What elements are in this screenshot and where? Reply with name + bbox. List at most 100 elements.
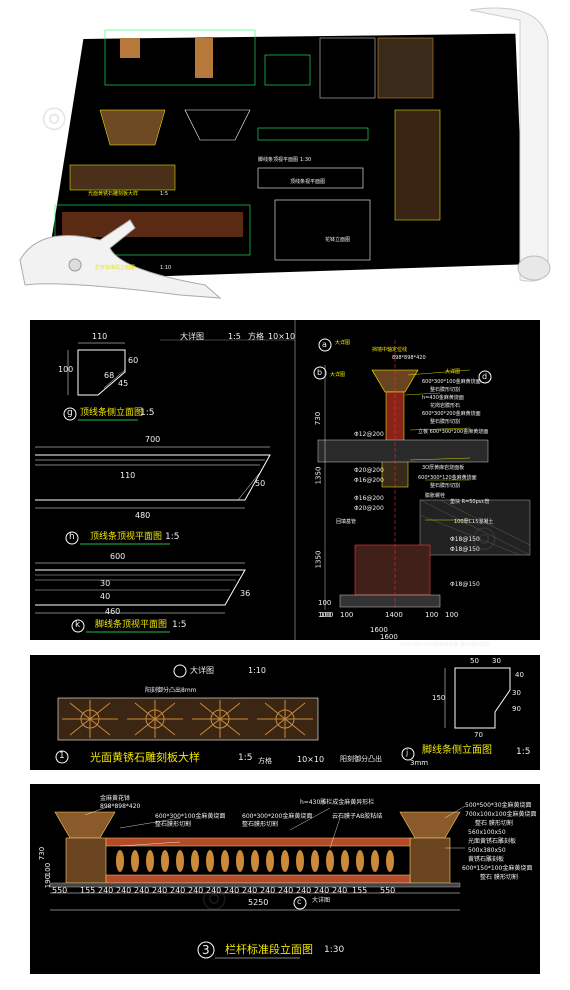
bottom-dim-0: 100 (320, 611, 334, 619)
dim-10: 240 (242, 886, 258, 895)
k-dim-3: 460 (105, 607, 121, 616)
right-letter-b: b (317, 368, 323, 377)
rebar-3: Φ16@200 (354, 495, 384, 502)
blueprint-sheet-preview (45, 33, 525, 280)
j-dim-3: 150 (432, 694, 446, 702)
view-title: 栏杆标准段立面图 (225, 943, 313, 956)
right-note-17: 100厚C15混凝土 (454, 519, 494, 525)
right-note-13: 600*300*120金麻黄烧面 (418, 475, 477, 481)
bottom-dim-4: 100 (445, 611, 459, 619)
rebar-0: Φ12@200 (354, 431, 384, 438)
panel-title: 光面黄锈石雕刻板大样 (90, 751, 200, 764)
elev-note-right-5: 500x380x50 (468, 847, 506, 854)
right-dim-left-3: 100 (318, 599, 332, 607)
k-dim-0: 600 (110, 552, 126, 561)
dim-5: 240 (152, 886, 168, 895)
right-note-0: 大详图 (335, 340, 351, 346)
rebar-5: Φ18@150 (450, 536, 480, 543)
bottom-dim-5: 1600 (380, 633, 398, 641)
k-scale: 1:5 (172, 620, 187, 630)
j-dim-4: 30 (512, 689, 521, 697)
dim-3: 240 (116, 886, 132, 895)
elev-note-right-0: 500*500*30金麻黄烧面 (465, 802, 532, 809)
right-note-14: 整石膜形切割 (430, 483, 461, 489)
panel-d-top-title: 大详图 (190, 666, 214, 675)
dim-14: 240 (314, 886, 330, 895)
dim-0: 550 (52, 886, 68, 895)
right-dim-left-4: 100 (318, 611, 332, 619)
right-note-19: 600*300*100金麻黄烧面 (400, 642, 459, 648)
dim-11: 240 (260, 886, 276, 895)
total-dim: 5250 (248, 898, 269, 907)
rebar-4: Φ20@200 (354, 505, 384, 512)
sheet-label-4: 花钵立面图 (325, 237, 351, 243)
h-dim-3: 50 (255, 479, 266, 488)
elev-note-mid-3: 整石膜形切割 (242, 821, 279, 828)
right-note-9: 600*300*200金麻黄烧面 (422, 411, 481, 417)
dim-9: 240 (224, 886, 240, 895)
grid-label: 方格 (258, 757, 272, 765)
h-dim-1: 110 (120, 471, 136, 480)
detail-note: 大详图 (312, 897, 331, 904)
rebar-2: Φ16@200 (354, 477, 384, 484)
bottom-dim-3: 100 (425, 611, 439, 619)
right-note-10: 整石膜形切割 (430, 419, 461, 425)
panel-d-top-scale: 1:10 (248, 666, 266, 675)
elev-note-right-2: 整石 膜形切割 (475, 820, 513, 827)
g-dim-0: 110 (92, 332, 108, 341)
k-dim-2: 40 (100, 592, 111, 601)
right-dim-left-5: 1600 (370, 626, 388, 634)
sheet-label-1: 顶线条视平面图 (290, 179, 326, 185)
k-dim-4: 36 (240, 589, 251, 598)
j-dim-5: 90 (512, 705, 521, 713)
dim-4: 240 (134, 886, 150, 895)
elev-note-mid-1: 整石膜形切割 (155, 821, 192, 828)
height-dim-0: 730 (38, 846, 47, 861)
right-note-20: 整石膜形切割 (460, 642, 491, 648)
sheet-drawings (19, 7, 551, 299)
detail-c-title: 大详图 (180, 332, 204, 341)
j-dim-0: 50 (470, 657, 479, 665)
elev-note-right-7: 600*150*100金麻黄烧面 (462, 865, 533, 872)
panel-scale: 1:5 (238, 753, 253, 763)
g-title: 顶线条侧立面图 (80, 408, 144, 418)
sheet-label-7: 1:30 (300, 157, 312, 163)
h-letter: h (69, 532, 75, 542)
h-title: 顶线条顶视平面图 (90, 532, 163, 542)
j-dim-2: 40 (515, 671, 524, 679)
sheet-label-6: 1:5 (160, 191, 169, 197)
elev-note-mid-0: 600*300*100金麻黄烧面 (155, 813, 226, 820)
right-note-1: 挡墙中轴定位线 (372, 347, 408, 353)
h-scale: 1:5 (165, 532, 180, 542)
right-note-4: 大详图 (445, 369, 461, 375)
dim-12: 240 (278, 886, 294, 895)
elev-note-mid-2: 600*300*200金麻黄烧面 (242, 813, 313, 820)
right-note-16: 垫块 R=50pvc管 (450, 499, 490, 505)
dim-8: 240 (206, 886, 222, 895)
g-dim-3: 45 (118, 379, 129, 388)
g-dim-2: 60 (128, 356, 139, 365)
elev-note-mid-4: h=430雕栏成金麻黄异形栏 (300, 799, 375, 806)
right-note-2: 898*898*420 (392, 355, 426, 361)
elev-note-right-4: 光面黄锈石雕刻板 (468, 838, 517, 845)
rebar-6: Φ18@150 (450, 546, 480, 553)
sheet-label-5: 1:10 (160, 265, 172, 271)
right-letter-d: d (482, 372, 488, 381)
k-title: 脚线条顶视平面图 (95, 620, 168, 630)
dim-17: 550 (380, 886, 396, 895)
right-note-18: 回填基管 (336, 519, 357, 525)
k-letter: k (75, 620, 81, 630)
detail-c-grid-value: 10×10 (268, 332, 296, 341)
sheet-label-3: 栏杆标准段立面图 (95, 265, 136, 271)
j-dim-1: 30 (492, 657, 501, 665)
view-scale: 1:30 (324, 945, 345, 955)
rebar-7: Φ18@150 (450, 581, 480, 588)
elev-note-right-8: 整石 膜形切割 (480, 874, 518, 881)
detail-letter: c (297, 897, 302, 906)
panel-letter: 1 (59, 751, 65, 761)
g-letter: g (67, 408, 73, 418)
elev-note-mid-5: 云石膜子AB胶粘结 (332, 813, 383, 820)
